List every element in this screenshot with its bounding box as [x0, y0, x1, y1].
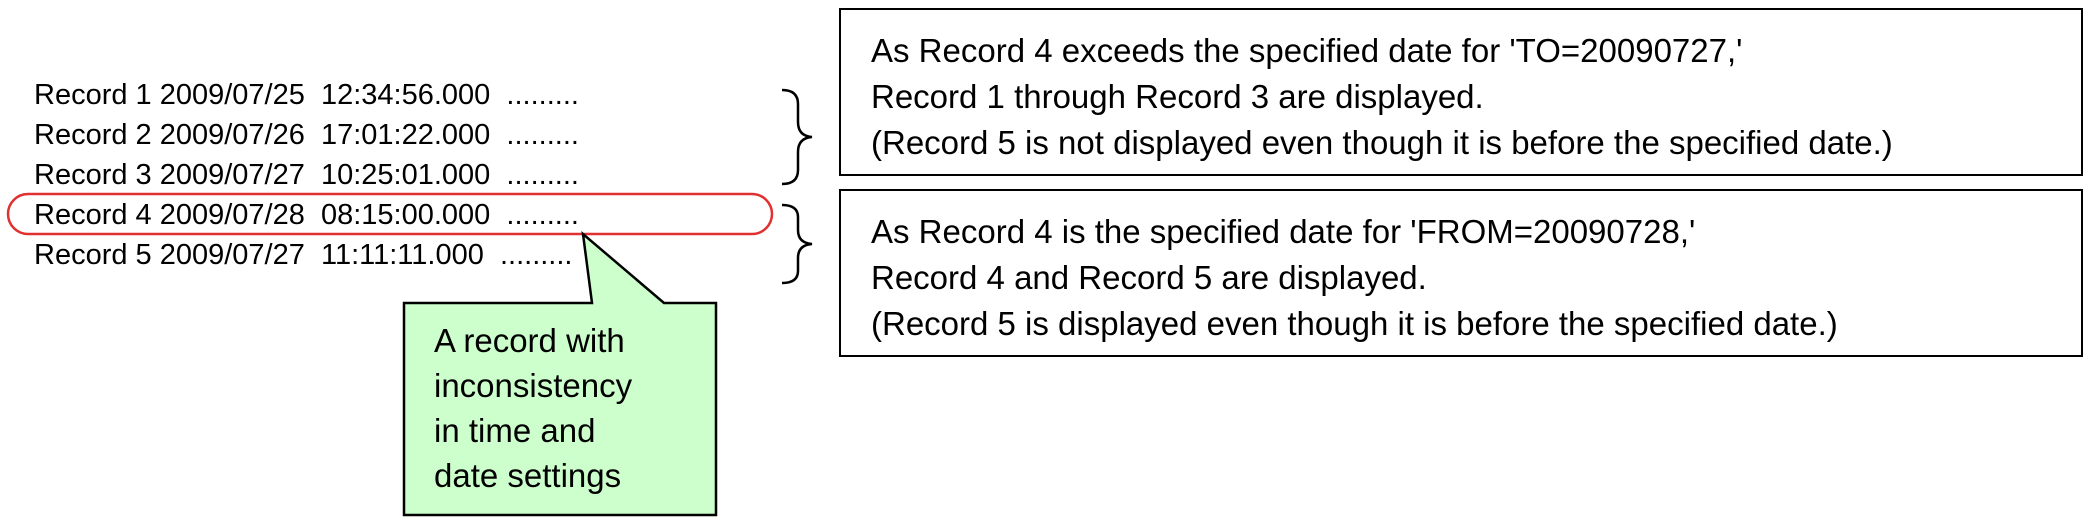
to-line-3: (Record 5 is not displayed even though i…: [871, 124, 1893, 161]
to-brace: [781, 88, 813, 186]
callout-line: A record with: [434, 322, 625, 359]
to-line-2: Record 1 through Record 3 are displayed.: [871, 78, 1484, 115]
record-3: Record 3 2009/07/27 10:25:01.000 .......…: [34, 159, 579, 191]
record-5: Record 5 2009/07/27 11:11:11.000 .......…: [34, 239, 573, 271]
record-1: Record 1 2009/07/25 12:34:56.000 .......…: [34, 79, 579, 111]
callout-text: A record with inconsistency in time and …: [434, 318, 632, 498]
callout-box: [402, 230, 718, 517]
record-2: Record 2 2009/07/26 17:01:22.000 .......…: [34, 119, 579, 151]
callout-line: in time and: [434, 412, 596, 449]
from-explanation-box: As Record 4 is the specified date for 'F…: [839, 189, 2083, 357]
from-line-2: Record 4 and Record 5 are displayed.: [871, 259, 1427, 296]
callout-line: inconsistency: [434, 367, 633, 404]
to-explanation-box: As Record 4 exceeds the specified date f…: [839, 8, 2083, 176]
from-line-3: (Record 5 is displayed even though it is…: [871, 305, 1838, 342]
record-4: Record 4 2009/07/28 08:15:00.000 .......…: [34, 199, 579, 231]
from-brace: [781, 203, 813, 285]
from-line-1: As Record 4 is the specified date for 'F…: [871, 213, 1696, 250]
callout-line: date settings: [434, 457, 622, 494]
record-4-highlight-oval: [6, 192, 774, 236]
to-line-1: As Record 4 exceeds the specified date f…: [871, 32, 1743, 69]
